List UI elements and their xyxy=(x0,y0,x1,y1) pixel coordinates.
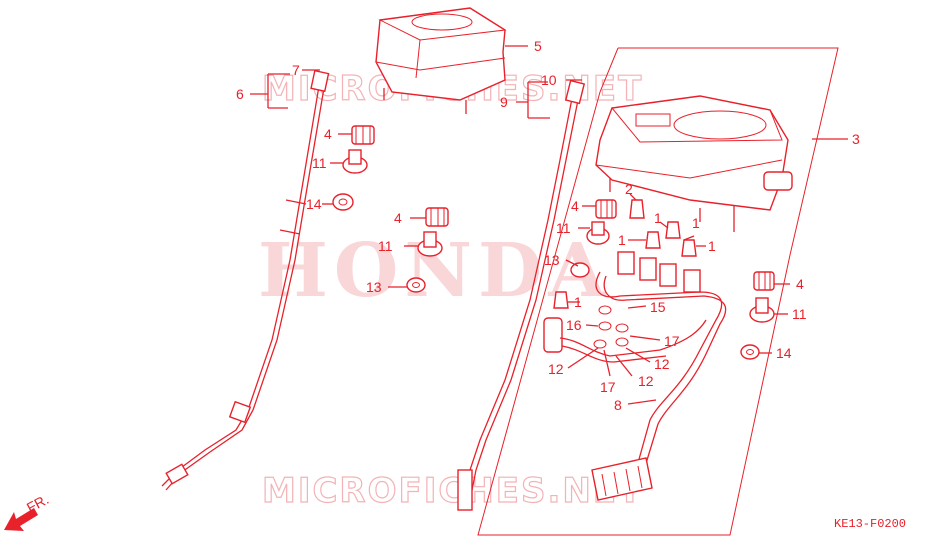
callout-1b: 1 xyxy=(692,215,700,231)
callout-11c: 11 xyxy=(556,220,571,236)
callout-4a: 4 xyxy=(324,126,332,142)
grommet-11-left xyxy=(342,149,368,174)
socket-4-inner xyxy=(595,199,617,219)
bracket-9-10 xyxy=(516,79,582,119)
watermark-bottom: MICROFICHES.NET xyxy=(262,471,643,511)
leader-13b xyxy=(565,259,579,267)
callout-17a: 17 xyxy=(664,333,680,349)
callout-15: 15 xyxy=(650,299,666,315)
callout-2: 2 xyxy=(625,181,633,197)
meter-case-5 xyxy=(375,7,507,114)
callout-10: 10 xyxy=(541,72,557,88)
socket-4-left xyxy=(351,125,375,145)
callout-3: 3 xyxy=(852,131,860,147)
bracket-6-7 xyxy=(250,69,320,109)
bulb-group-1 xyxy=(553,199,697,309)
wire-harness-8 xyxy=(543,251,727,501)
callout-5: 5 xyxy=(534,38,542,54)
leader-15 xyxy=(627,305,647,309)
callout-13a: 13 xyxy=(366,279,382,295)
leader-17b xyxy=(603,349,611,377)
callout-1d: 1 xyxy=(708,238,716,254)
callout-9: 9 xyxy=(500,94,508,110)
grommet-11-inner xyxy=(586,221,610,245)
callout-7: 7 xyxy=(292,62,300,78)
callout-17b: 17 xyxy=(600,379,616,395)
callout-4d: 4 xyxy=(796,276,804,292)
leader-12a xyxy=(567,347,599,369)
front-arrow-icon xyxy=(4,508,38,531)
callout-1a: 1 xyxy=(654,210,662,226)
callout-4c: 4 xyxy=(571,198,579,214)
callout-11a: 11 xyxy=(312,155,327,171)
socket-4-right xyxy=(753,271,775,291)
callout-4b: 4 xyxy=(394,210,402,226)
callout-12c: 12 xyxy=(638,373,654,389)
meter-cable-6 xyxy=(161,69,330,491)
callout-12a: 12 xyxy=(548,361,564,377)
assembly-outline xyxy=(477,47,839,536)
leader-1a xyxy=(659,221,669,229)
grommet-11-mid xyxy=(417,231,443,257)
nut-13-inner xyxy=(570,262,590,278)
callout-16: 16 xyxy=(566,317,582,333)
callout-8: 8 xyxy=(614,397,622,413)
callout-13b: 13 xyxy=(544,252,560,268)
leader-12c xyxy=(615,355,633,377)
leader-17a xyxy=(629,335,661,341)
leader-2 xyxy=(629,193,637,201)
leader-12b xyxy=(625,347,651,363)
meter-cable-9 xyxy=(457,79,586,511)
drawing-code: KE13-F0200 xyxy=(834,517,906,531)
callout-14a: 14 xyxy=(306,196,322,212)
socket-4-mid xyxy=(425,207,449,227)
callout-1e: 1 xyxy=(574,294,582,310)
callout-6: 6 xyxy=(236,86,244,102)
grommet-11-right xyxy=(749,297,775,323)
leader-16 xyxy=(585,324,599,327)
callout-11d: 11 xyxy=(792,306,807,322)
callout-14b: 14 xyxy=(776,345,792,361)
callout-1c: 1 xyxy=(618,232,626,248)
leader-1b xyxy=(683,235,695,241)
callout-12b: 12 xyxy=(654,356,670,372)
nut-13-mid xyxy=(406,277,426,293)
nut-14-right xyxy=(740,344,760,360)
leader-8 xyxy=(627,399,657,405)
nut-14-left xyxy=(332,193,354,211)
meter-assembly-3 xyxy=(595,95,793,232)
callout-11b: 11 xyxy=(378,238,393,254)
